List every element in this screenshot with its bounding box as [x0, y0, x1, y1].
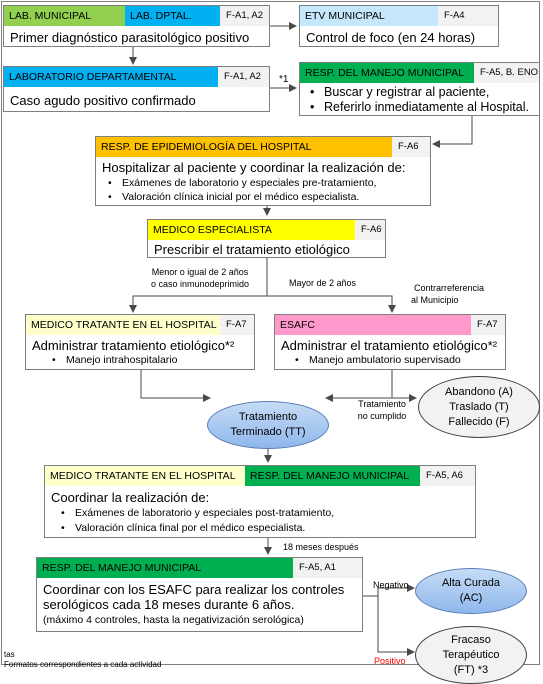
- etv-municipal-header: ETV MUNICIPAL: [300, 6, 438, 26]
- resp-manejo-2-line-1: Coordinar con los ESAFC para realizar lo…: [43, 582, 345, 597]
- label-contrarref-line-2: al Municipio: [411, 295, 459, 305]
- fracaso-line-1: Fracaso: [451, 634, 491, 646]
- esafc-bullet-1: Manejo ambulatorio supervisado: [295, 354, 461, 366]
- esafc-header: ESAFC: [275, 315, 471, 335]
- abandono-line-2: Traslado (T): [449, 400, 509, 413]
- esafc-text: Administrar el tratamiento etiológico*²: [281, 338, 498, 353]
- lab-municipal-code: F-A1, A2: [220, 6, 269, 26]
- medico-especialista-header: MEDICO ESPECIALISTA: [148, 220, 355, 240]
- coordinar-post-text: Coordinar la realización de:: [51, 490, 210, 505]
- label-negativo: Negativo: [373, 580, 409, 590]
- resp-epidemiologia-box: RESP. DE EPIDEMIOLOGÍA DEL HOSPITAL F-A6…: [95, 136, 431, 206]
- medico-tratante-text: Administrar tratamiento etiológico*²: [32, 338, 235, 353]
- label-menor-line-1: Menor o igual de 2 años: [151, 267, 249, 277]
- medico-especialista-text: Prescribir el tratamiento etiológico: [154, 242, 350, 257]
- resp-epidemiologia-bullet-1: Exámenes de laboratorio y especiales pre…: [108, 177, 376, 189]
- resp-manejo-2-header: RESP. DEL MANEJO MUNICIPAL: [37, 558, 293, 578]
- resp-manejo-bullet-2: Referirlo inmediatamente al Hospital.: [310, 100, 529, 114]
- coordinar-tratante-header: MEDICO TRATANTE EN EL HOSPITAL: [45, 466, 245, 486]
- fracaso-line-3: (FT) *3: [453, 664, 489, 676]
- resp-manejo-code: F-A5, B. ENO: [474, 63, 539, 83]
- arrow-to-esafc: [267, 295, 396, 313]
- coordinar-resp-manejo-header: RESP. DEL MANEJO MUNICIPAL: [245, 466, 421, 486]
- resp-manejo-municipal-box: RESP. DEL MANEJO MUNICIPAL F-A5, B. ENO …: [299, 62, 540, 116]
- coordinar-post-bullet-2: Valoración clínica final por el médico e…: [61, 522, 305, 534]
- footnote-fragment: tas: [4, 650, 15, 659]
- label-mayor-2-anos: Mayor de 2 años: [289, 278, 357, 288]
- abandono-line-3: Fallecido (F): [448, 415, 510, 428]
- resp-epidemiologia-header: RESP. DE EPIDEMIOLOGÍA DEL HOSPITAL: [96, 137, 392, 157]
- resp-manejo-header: RESP. DEL MANEJO MUNICIPAL: [300, 63, 476, 83]
- label-menor-2-anos: Menor o igual de 2 años o caso inmunodep…: [138, 266, 262, 290]
- medico-especialista-box: MEDICO ESPECIALISTA F-A6 Prescribir el t…: [147, 219, 386, 258]
- arrow-to-tratante: [129, 258, 268, 313]
- etv-municipal-code: F-A4: [438, 6, 498, 26]
- lab-municipal-header: LAB. MUNICIPAL: [4, 6, 125, 26]
- coordinar-post-box: MEDICO TRATANTE EN EL HOSPITAL RESP. DEL…: [44, 465, 476, 538]
- medico-tratante-header: MEDICO TRATANTE EN EL HOSPITAL: [26, 315, 220, 335]
- label-contrarreferencia: Contrarreferencia al Municipio: [404, 282, 486, 306]
- label-tratamiento-no-cumplido: Tratamiento no cumplido: [352, 398, 412, 422]
- lab-departamental-text: Caso agudo positivo confirmado: [10, 93, 196, 108]
- alta-line-2: (AC): [459, 592, 483, 604]
- medico-tratante-bullet-1: Manejo intrahospitalario: [52, 354, 178, 366]
- label-positivo: Positivo: [374, 656, 406, 666]
- resp-manejo-2-note: (máximo 4 controles, hasta la negativiza…: [43, 614, 304, 626]
- abandono-ellipse: Abandono (A) Traslado (T) Fallecido (F): [418, 376, 540, 438]
- resp-manejo-2-line-2: serológicos cada 18 meses durante 6 años…: [43, 597, 295, 612]
- diagram-frame: [1, 1, 540, 665]
- connector-lines: [129, 22, 473, 656]
- alta-curada-ellipse: Alta Curada (AC): [415, 568, 527, 614]
- arrow-to-epidemiologia: [432, 116, 473, 148]
- resp-epidemiologia-text: Hospitalizar al paciente y coordinar la …: [102, 160, 406, 175]
- lab-municipal-box: LAB. MUNICIPAL LAB. DPTAL. F-A1, A2 Prim…: [3, 5, 270, 47]
- esafc-code: F-A7: [471, 315, 505, 335]
- abandono-line-1: Abandono (A): [445, 385, 513, 398]
- footnote-star-1: *1: [279, 74, 289, 85]
- label-no-cumplido-line-1: Tratamiento: [358, 399, 406, 409]
- medico-tratante-code: F-A7: [220, 315, 254, 335]
- resp-manejo-2-code: F-A5, A1: [293, 558, 362, 578]
- lab-municipal-text: Primer diagnóstico parasitológico positi…: [10, 30, 250, 45]
- coordinar-post-bullet-1: Exámenes de laboratorio y especiales pos…: [61, 507, 334, 519]
- terminado-line-2: Terminado (TT): [230, 426, 306, 438]
- arrow-esafc-to-terminado: [325, 370, 393, 402]
- etv-municipal-box: ETV MUNICIPAL F-A4 Control de foco (en 2…: [299, 5, 499, 47]
- resp-epidemiologia-code: F-A6: [392, 137, 430, 157]
- label-menor-line-2: o caso inmunodeprimido: [150, 279, 250, 289]
- medico-tratante-box: MEDICO TRATANTE EN EL HOSPITAL F-A7 Admi…: [25, 314, 255, 370]
- footnote-formatos: Formatos correspondientes a cada activid…: [4, 660, 162, 669]
- label-contrarref-line-1: Contrarreferencia: [414, 283, 485, 293]
- resp-epidemiologia-bullet-2: Valoración clínica inicial por el médico…: [108, 191, 359, 203]
- tratamiento-terminado-ellipse: Tratamiento Terminado (TT): [207, 401, 329, 449]
- terminado-line-1: Tratamiento: [238, 411, 298, 423]
- fracaso-line-2: Terapéutico: [442, 649, 500, 661]
- arrow-tratante-to-terminado: [140, 370, 211, 402]
- label-18-meses: 18 meses después: [283, 542, 359, 552]
- etv-municipal-text: Control de foco (en 24 horas): [306, 30, 476, 45]
- lab-departamental-code: F-A1, A2: [218, 67, 269, 87]
- resp-manejo-municipal-2-box: RESP. DEL MANEJO MUNICIPAL F-A5, A1 Coor…: [36, 557, 363, 632]
- arrow-to-fracaso: [377, 596, 415, 656]
- esafc-box: ESAFC F-A7 Administrar el tratamiento et…: [274, 314, 506, 370]
- alta-line-1: Alta Curada: [441, 577, 501, 589]
- medico-especialista-code: F-A6: [355, 220, 385, 240]
- lab-departamental-box: LABORATORIO DEPARTAMENTAL F-A1, A2 Caso …: [3, 66, 270, 112]
- coordinar-post-code: F-A5, A6: [420, 466, 475, 486]
- fracaso-terapeutico-ellipse: Fracaso Terapéutico (FT) *3: [415, 626, 527, 684]
- resp-manejo-bullet-1: Buscar y registrar al paciente,: [310, 85, 489, 99]
- arrow-to-alta: [363, 584, 415, 597]
- lab-departamental-header: LABORATORIO DEPARTAMENTAL: [4, 67, 218, 87]
- label-no-cumplido-line-2: no cumplido: [357, 411, 407, 421]
